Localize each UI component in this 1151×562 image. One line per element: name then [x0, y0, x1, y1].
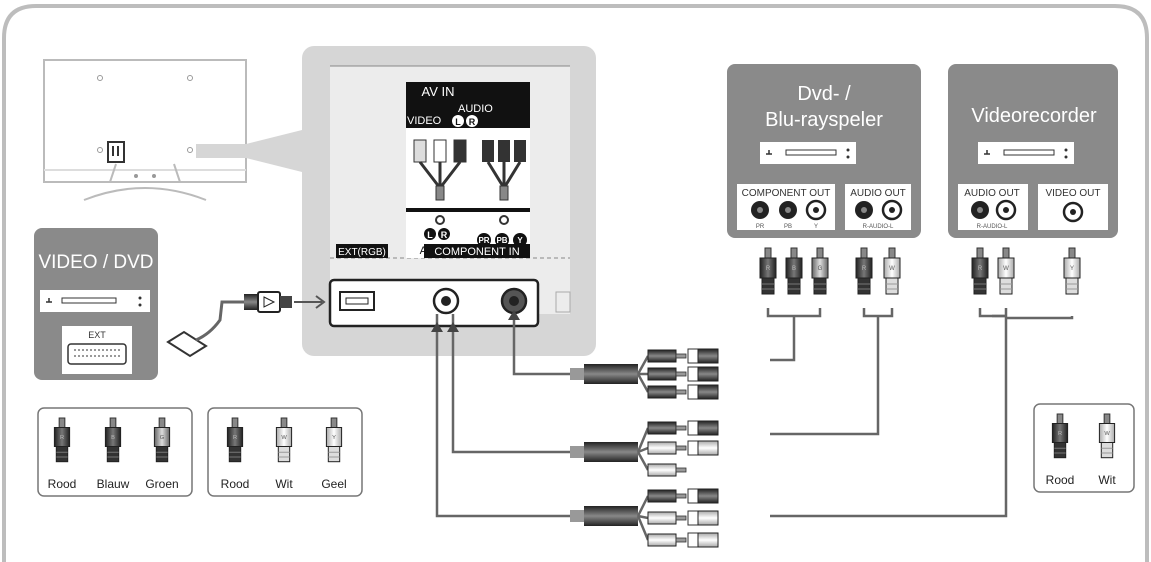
video-dvd-title: VIDEO / DVD [38, 252, 153, 273]
comp-pb-label: PB [496, 236, 507, 245]
split-avd-3 [647, 463, 687, 477]
scart-port [67, 343, 127, 365]
legend-left-0: Rood [48, 477, 77, 491]
audio-bottom-label: AUDIO [420, 245, 455, 257]
legend-middle-2: Geel [321, 477, 346, 491]
dvd-pr-label: PR [756, 224, 765, 230]
videorecorder-title: Videorecorder [971, 105, 1097, 127]
legend-right-1: Wit [1098, 473, 1116, 487]
zoom-beam [246, 130, 302, 172]
rca-plugs: R B G R W R W Y R B G R W Y R W [53, 247, 1116, 548]
legend-plug-wit-2: W [1098, 413, 1116, 459]
av-r-label: R [469, 117, 476, 127]
vcr-audio-out-label: AUDIO OUT [964, 188, 1020, 199]
split-comp-2 [647, 366, 719, 382]
plug-dvd-audio-l: W [883, 247, 901, 295]
plug-dvd-y-letter: G [818, 266, 823, 272]
bluray-player-icon [760, 142, 856, 164]
plug-dvd-audio-l-letter: W [889, 266, 895, 272]
plug-dvd-audio-r: R [855, 247, 873, 295]
legend-plug-rood-3: R [1051, 413, 1069, 459]
comp-pr-label: PR [478, 236, 489, 245]
audio-l-label: L [427, 230, 433, 240]
legend-middle-0: Rood [221, 477, 250, 491]
legend-middle-1: Wit [275, 477, 293, 491]
legend-plug-geel-letter: Y [332, 435, 336, 441]
outer-frame [2, 4, 1149, 562]
plug-vcr-video-letter: Y [1070, 266, 1074, 272]
av-l-label: L [455, 117, 461, 127]
splitter-av-vcr [570, 495, 650, 541]
vcr-audio-rl-label: R-AUDIO-L [977, 224, 1008, 230]
audio-top-label: AUDIO [458, 103, 493, 115]
audio-r-label: R [441, 230, 448, 240]
split-comp-1 [647, 348, 719, 364]
plug-vcr-audio-l-letter: W [1003, 266, 1009, 272]
legend-plug-wit-1: W [275, 417, 293, 463]
split-avd-1 [647, 420, 719, 436]
dvd-player-icon [40, 290, 150, 312]
splitter-component [570, 355, 650, 393]
split-avv-3 [647, 532, 719, 548]
plug-vcr-audio-r-letter: R [978, 266, 983, 272]
legend-plug-rood-3-letter: R [1058, 431, 1062, 437]
legend-plug-groen-letter: G [160, 435, 164, 441]
ext-rgb-label: EXT(RGB) [338, 247, 386, 258]
split-comp-3 [647, 384, 719, 400]
video-label: VIDEO [407, 115, 442, 127]
dvd-y-label: Y [814, 224, 818, 230]
legend-plug-geel: Y [325, 417, 343, 463]
dvd-audio-rl-label: R-AUDIO-L [863, 224, 894, 230]
dvd-bluray-title-1: Dvd- / [797, 83, 851, 105]
plug-dvd-pr: R [759, 247, 777, 295]
legend-right-0: Rood [1046, 473, 1075, 487]
legend-plug-wit-2-letter: W [1104, 431, 1110, 437]
split-avv-1 [647, 488, 719, 504]
split-avv-2 [647, 510, 719, 526]
legend-plug-rood-1-letter: R [60, 435, 64, 441]
legend-plug-rood-1: R [53, 417, 71, 463]
ext-port-label: EXT [88, 330, 106, 340]
plug-vcr-audio-r: R [971, 247, 989, 295]
plug-dvd-pr-letter: R [766, 266, 771, 272]
dvd-bluray-title-2: Blu-rayspeler [765, 109, 883, 131]
split-avd-2 [647, 440, 719, 456]
component-out-label: COMPONENT OUT [742, 188, 831, 199]
tv-rear-view [43, 59, 247, 201]
vcr-video-out-label: VIDEO OUT [1045, 188, 1100, 199]
vcr-icon [978, 142, 1074, 164]
component-in-label: COMPONENT IN [434, 246, 519, 258]
legend-plug-blauw: B [104, 417, 122, 463]
plug-dvd-pb: B [785, 247, 803, 295]
legend-plug-blauw-letter: B [111, 435, 115, 441]
dvd-audio-out-label: AUDIO OUT [850, 188, 906, 199]
plug-dvd-y: G [811, 247, 829, 295]
legend-plug-rood-2-letter: R [233, 435, 237, 441]
legend-plug-groen: G [153, 417, 171, 463]
plug-dvd-audio-r-letter: R [862, 266, 867, 272]
plug-vcr-audio-l: W [997, 247, 1015, 295]
cable-arrows [431, 310, 520, 332]
plug-dvd-pb-letter: B [792, 266, 796, 272]
splitter-av-dvd [570, 427, 650, 471]
legend-left-1: Blauw [97, 477, 130, 491]
cables [435, 308, 1074, 518]
dvd-pb-label: PB [784, 224, 792, 230]
legend-plug-rood-2: R [226, 417, 244, 463]
comp-y-label: Y [517, 236, 523, 245]
scart-cable [166, 291, 326, 358]
legend-plug-wit-1-letter: W [281, 435, 287, 441]
tv-port-strip [328, 278, 571, 328]
legend-left-2: Groen [145, 477, 178, 491]
av-in-label: AV IN [422, 84, 455, 99]
av-component-in-block [406, 82, 530, 258]
plug-vcr-video: Y [1063, 247, 1081, 295]
